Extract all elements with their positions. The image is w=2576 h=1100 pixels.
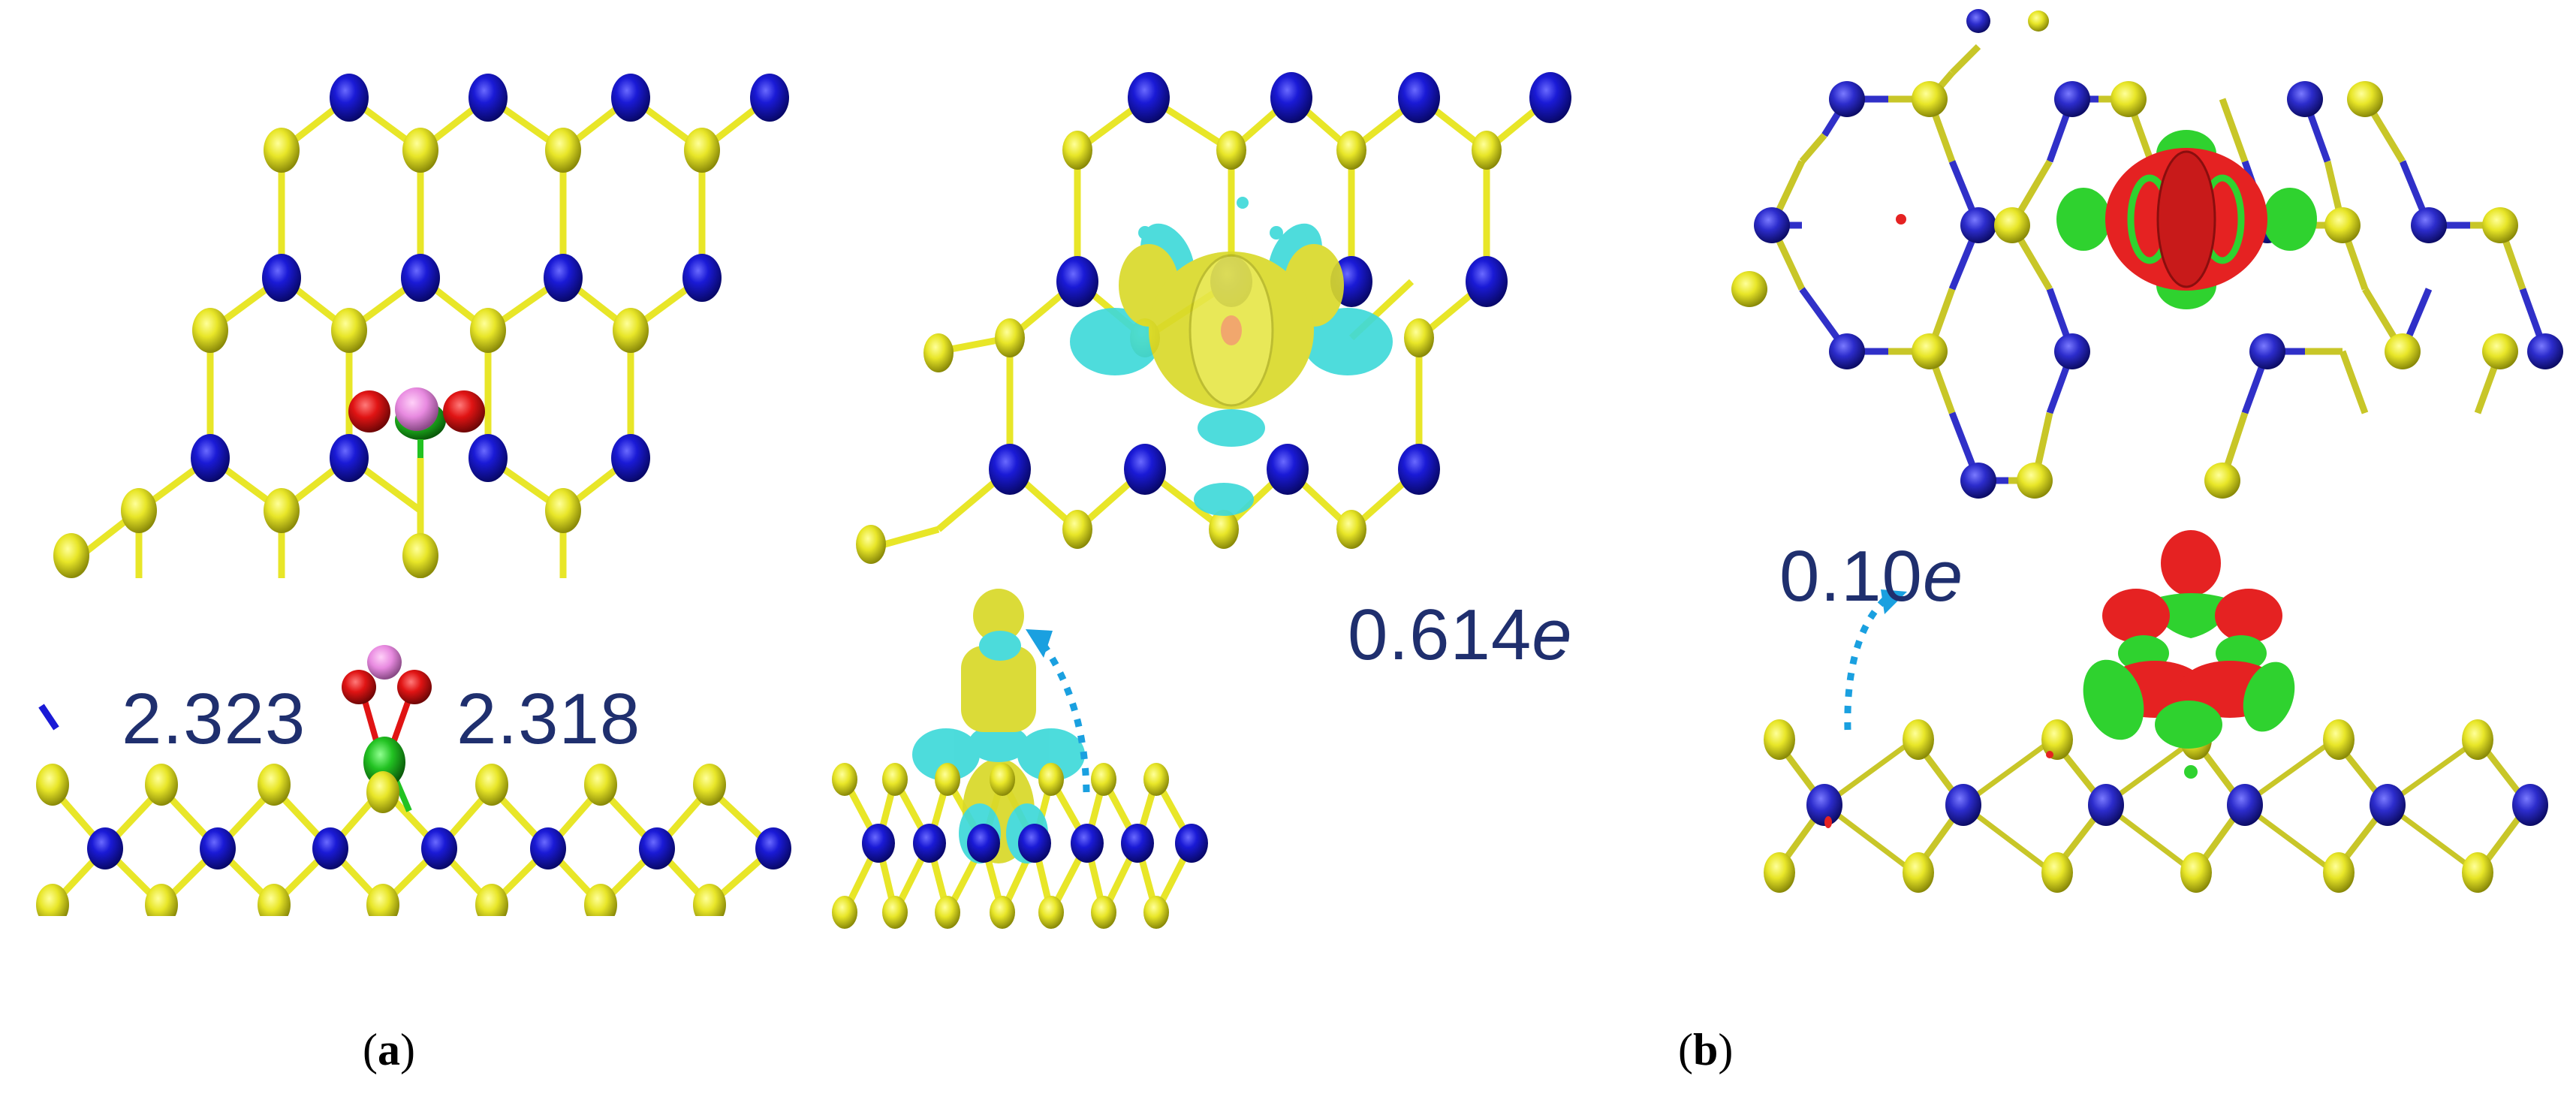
panel-b-chalcogen-atoms [1731, 11, 2518, 499]
panel-a-charge-side-main [826, 586, 1652, 976]
panel-b-side [1727, 526, 2576, 976]
charge-isosurface-top [1070, 197, 1393, 516]
chalcogen-atoms [53, 128, 720, 578]
panel-a-side-view [36, 645, 791, 916]
charge-transfer-a: 0.614e [1348, 599, 1573, 671]
charge-transfer-arrow-a [1026, 629, 1090, 793]
panel-b-isosurface-side [1824, 530, 2295, 828]
metal-atoms [191, 74, 789, 482]
charge-transfer-a-unit: e [1532, 595, 1573, 675]
panel-b-side-metal-atoms [1806, 784, 2548, 826]
panel-b-metal-atoms [1754, 9, 2563, 499]
panel-a: 2.323 2.318 [36, 72, 1652, 1074]
charge-transfer-b-value: 0.10 [1779, 536, 1923, 616]
bond-length-left: 2.323 [122, 679, 306, 759]
caption-a-letter: a [377, 1025, 400, 1074]
panel-b-side-chalcogen-atoms [1764, 719, 2493, 893]
adsorbate-side-view [342, 645, 432, 813]
bond-length-right: 2.318 [456, 679, 641, 759]
panel-b-top-lattice [1727, 0, 2576, 526]
panel-a-top-view [53, 74, 789, 578]
charge-transfer-a-value: 0.614 [1348, 595, 1532, 675]
panel-b-isosurface-top [1896, 130, 2317, 309]
charge-transfer-b-unit: e [1922, 536, 1964, 616]
panel-a-charge-top-view [856, 72, 1571, 564]
charge-transfer-arrow-b [1844, 589, 1907, 731]
caption-b: (b) [1678, 1025, 1734, 1074]
charge-transfer-b: 0.10e [1779, 541, 1963, 613]
caption-b-letter: b [1692, 1025, 1719, 1074]
caption-a: (a) [363, 1025, 415, 1074]
panel-b: 0.10e (b) [1678, 0, 2576, 1100]
adsorbate-top-view [348, 387, 485, 458]
